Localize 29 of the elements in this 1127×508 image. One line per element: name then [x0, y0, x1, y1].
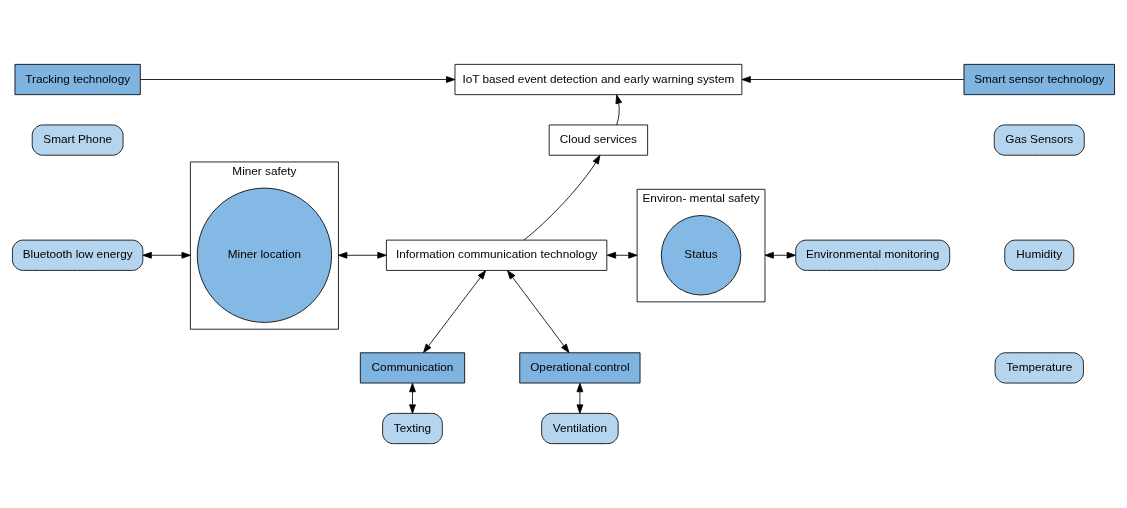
node-box: Environmental monitoring	[795, 239, 951, 271]
node-circle: Status	[660, 215, 742, 296]
arrow	[142, 251, 191, 259]
node-box: Operational control	[519, 352, 641, 384]
arrow	[764, 251, 796, 259]
arrow	[615, 94, 622, 126]
arrow	[523, 154, 601, 241]
node-box: Tracking technology	[14, 63, 141, 96]
node-box: Humidity	[1004, 239, 1075, 271]
arrow	[507, 270, 570, 353]
node-box: Texting	[382, 412, 443, 445]
node-box: Temperature	[994, 352, 1084, 384]
node-box: IoT based event detection and early warning system	[454, 63, 743, 96]
node-box: Communication	[359, 352, 466, 384]
arrow	[423, 270, 487, 353]
arrow	[606, 251, 638, 259]
node-box: Gas Sensors	[993, 124, 1085, 156]
arrow	[140, 76, 456, 83]
arrow	[338, 251, 387, 259]
arrow	[576, 382, 584, 414]
node-box: Cloud services	[548, 124, 649, 156]
node-box: Information communication technology	[385, 239, 608, 271]
node-circle: Miner location	[196, 187, 332, 323]
arrow	[741, 76, 965, 83]
arrow	[409, 382, 416, 414]
node-box: Smart sensor technology	[963, 63, 1115, 96]
node-box: Bluetooth low energy	[12, 239, 144, 271]
node-box: Smart Phone	[31, 124, 124, 156]
node-box: Ventilation	[541, 412, 619, 445]
